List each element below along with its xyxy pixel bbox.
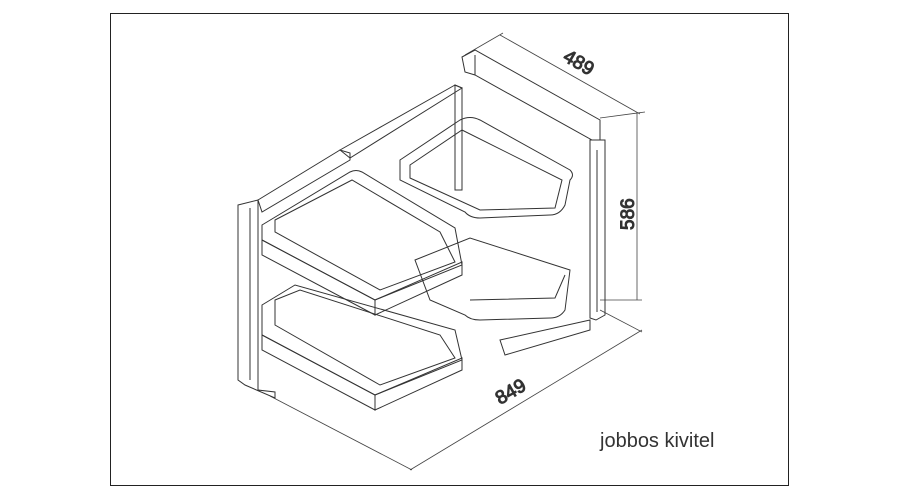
caption: jobbos kivitel xyxy=(600,430,715,452)
shelf-right-upper xyxy=(399,117,573,219)
dimension-depth: 489 xyxy=(560,46,598,80)
dimension-lines xyxy=(269,32,646,471)
cabinet-frame xyxy=(237,49,606,399)
dimension-height: 586 xyxy=(618,198,639,230)
drawing-frame xyxy=(110,13,789,486)
shelf-left-upper xyxy=(261,170,463,316)
shelf-right-lower xyxy=(414,237,571,321)
shelf-left-lower xyxy=(261,284,463,411)
dimension-width: 849 xyxy=(492,375,530,409)
